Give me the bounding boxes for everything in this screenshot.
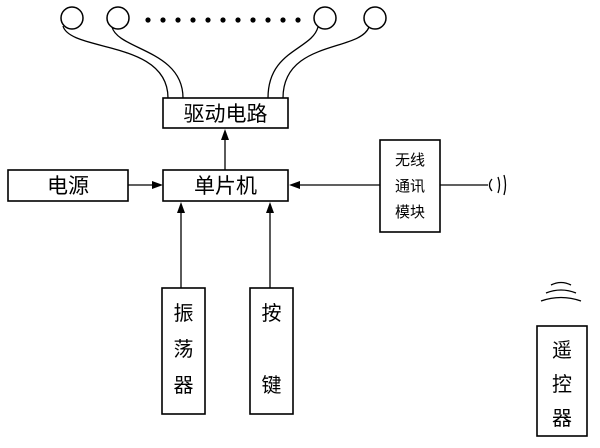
- wireless-module-label-line-1: 无线: [395, 151, 425, 169]
- keys-label-line-3: 键: [262, 373, 282, 397]
- wireless-module-label-line-3: 模块: [395, 203, 425, 221]
- mcu-block: [162, 169, 289, 202]
- transmitter-wave-icon: [540, 281, 582, 302]
- led-circle-4: [363, 6, 387, 30]
- led-wire-1: [62, 25, 169, 99]
- wireless-to-mcu-arrow: [289, 181, 380, 189]
- oscillator-label-line-3: 器: [174, 373, 194, 397]
- driver-circuit-label: 驱动电路: [184, 102, 268, 126]
- driver-circuit-block: [162, 97, 289, 129]
- led-ellipsis: [145, 17, 301, 23]
- led-wire-3: [267, 26, 319, 99]
- led-circle-3: [313, 6, 337, 30]
- led-wire-4: [282, 26, 370, 99]
- power-supply-label: 电源: [47, 174, 89, 198]
- oscillator-to-mcu-arrow: [177, 202, 185, 288]
- led-circle-1: [60, 6, 84, 30]
- oscillator-block: [161, 287, 206, 415]
- oscillator-label-line-2: 荡: [174, 337, 194, 361]
- receiver-antenna-icon: [440, 174, 507, 196]
- mcu-label: 单片机: [194, 174, 257, 198]
- keys-block: [249, 287, 294, 415]
- keys-to-mcu-arrow: [266, 202, 274, 288]
- keys-label-line-1: 按: [262, 301, 282, 325]
- led-wire-2: [111, 26, 184, 99]
- remote-control-label-line-2: 控: [552, 372, 572, 396]
- power-to-mcu-arrow: [128, 181, 163, 189]
- led-circle-2: [106, 6, 130, 30]
- wireless-module-block: [379, 139, 441, 233]
- remote-control-label-line-3: 器: [552, 406, 572, 430]
- wireless-module-label-line-2: 通讯: [395, 177, 425, 195]
- oscillator-label-line-1: 振: [174, 301, 194, 325]
- remote-control-block: [536, 325, 588, 437]
- mcu-to-driver-arrow: [221, 129, 229, 170]
- remote-control-label-line-1: 遥: [552, 338, 572, 362]
